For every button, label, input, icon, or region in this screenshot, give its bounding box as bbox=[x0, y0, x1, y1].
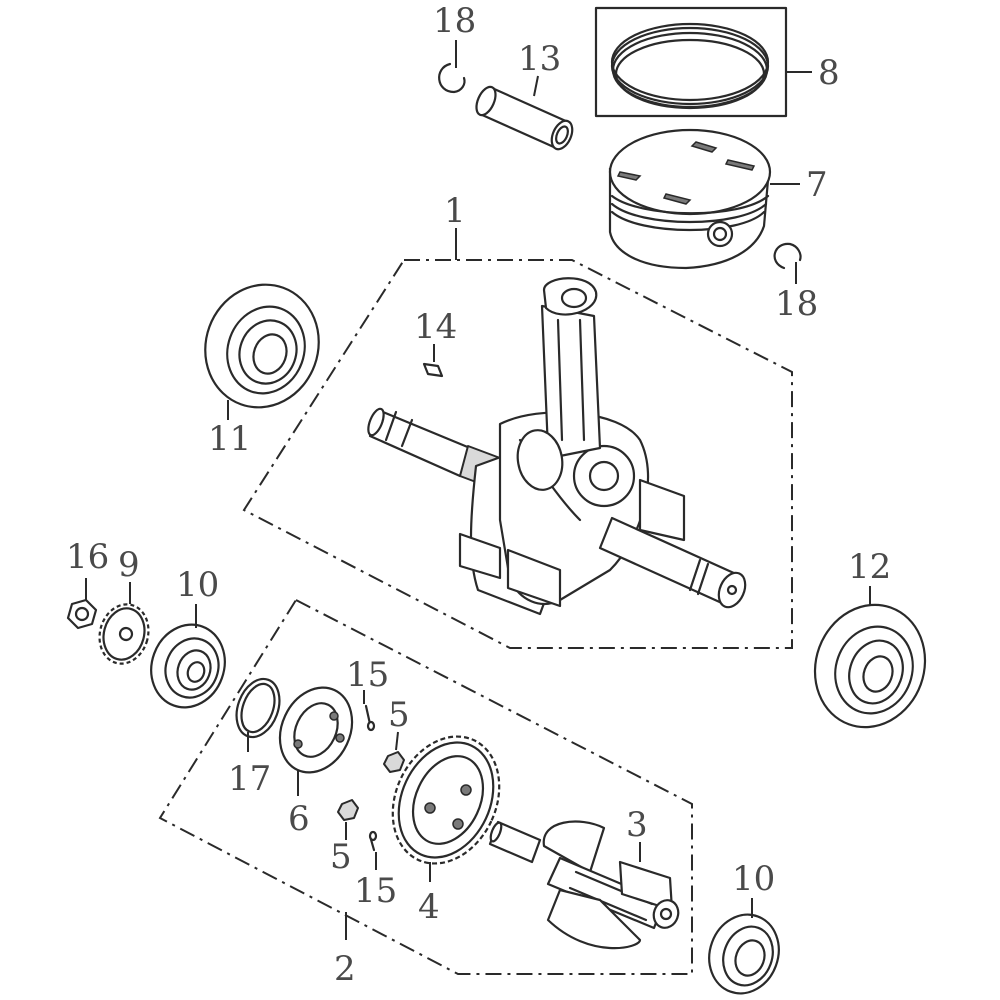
bearing-part-11 bbox=[204, 283, 320, 420]
circlip-part-18-right bbox=[773, 242, 802, 284]
crankshaft-assembly-part-1 bbox=[242, 228, 793, 649]
circlip-part-18-top bbox=[438, 40, 466, 94]
key-part-14 bbox=[422, 344, 444, 378]
label-15-lower: 15 bbox=[354, 871, 397, 911]
label-10-left: 10 bbox=[176, 565, 219, 605]
balancer-shaft-part-3 bbox=[488, 820, 680, 950]
label-15-upper: 15 bbox=[346, 655, 389, 695]
label-16: 16 bbox=[66, 537, 109, 577]
pin-part-15-upper bbox=[363, 690, 376, 732]
bolt-part-5-upper bbox=[383, 731, 405, 773]
label-6: 6 bbox=[288, 799, 310, 839]
label-12: 12 bbox=[848, 547, 891, 587]
piston-rings-part-8 bbox=[594, 6, 812, 118]
label-1: 1 bbox=[444, 191, 466, 231]
rings-box bbox=[594, 6, 788, 118]
label-14: 14 bbox=[414, 307, 457, 347]
sprocket-part-9 bbox=[98, 582, 150, 665]
label-18-right: 18 bbox=[775, 284, 818, 324]
label-4: 4 bbox=[418, 887, 440, 927]
pin-part-15-lower bbox=[368, 830, 378, 870]
label-3: 3 bbox=[626, 805, 648, 845]
label-8: 8 bbox=[818, 53, 840, 93]
label-2: 2 bbox=[334, 949, 356, 989]
snap-ring-part-17 bbox=[235, 677, 281, 752]
nut-part-16 bbox=[66, 578, 98, 630]
label-7: 7 bbox=[806, 165, 828, 205]
balancer-assembly-part-2 bbox=[158, 598, 693, 975]
label-13: 13 bbox=[518, 39, 561, 79]
bearing-part-12 bbox=[813, 586, 927, 729]
piston-pin-part-13 bbox=[475, 75, 574, 151]
gear-part-4 bbox=[391, 735, 501, 882]
assembly-1-outline bbox=[242, 259, 793, 649]
label-17: 17 bbox=[228, 759, 271, 799]
label-5-upper: 5 bbox=[388, 695, 410, 735]
bearing-part-10-left bbox=[150, 604, 226, 709]
label-5-lower: 5 bbox=[330, 837, 352, 877]
label-9: 9 bbox=[118, 545, 140, 585]
bolt-part-5-lower bbox=[337, 799, 359, 840]
label-11: 11 bbox=[208, 419, 251, 459]
plate-part-6 bbox=[278, 686, 354, 796]
bearing-part-10-right bbox=[708, 898, 780, 995]
label-18-top: 18 bbox=[433, 1, 476, 41]
label-10-right: 10 bbox=[732, 859, 775, 899]
piston-part-7 bbox=[608, 128, 800, 270]
